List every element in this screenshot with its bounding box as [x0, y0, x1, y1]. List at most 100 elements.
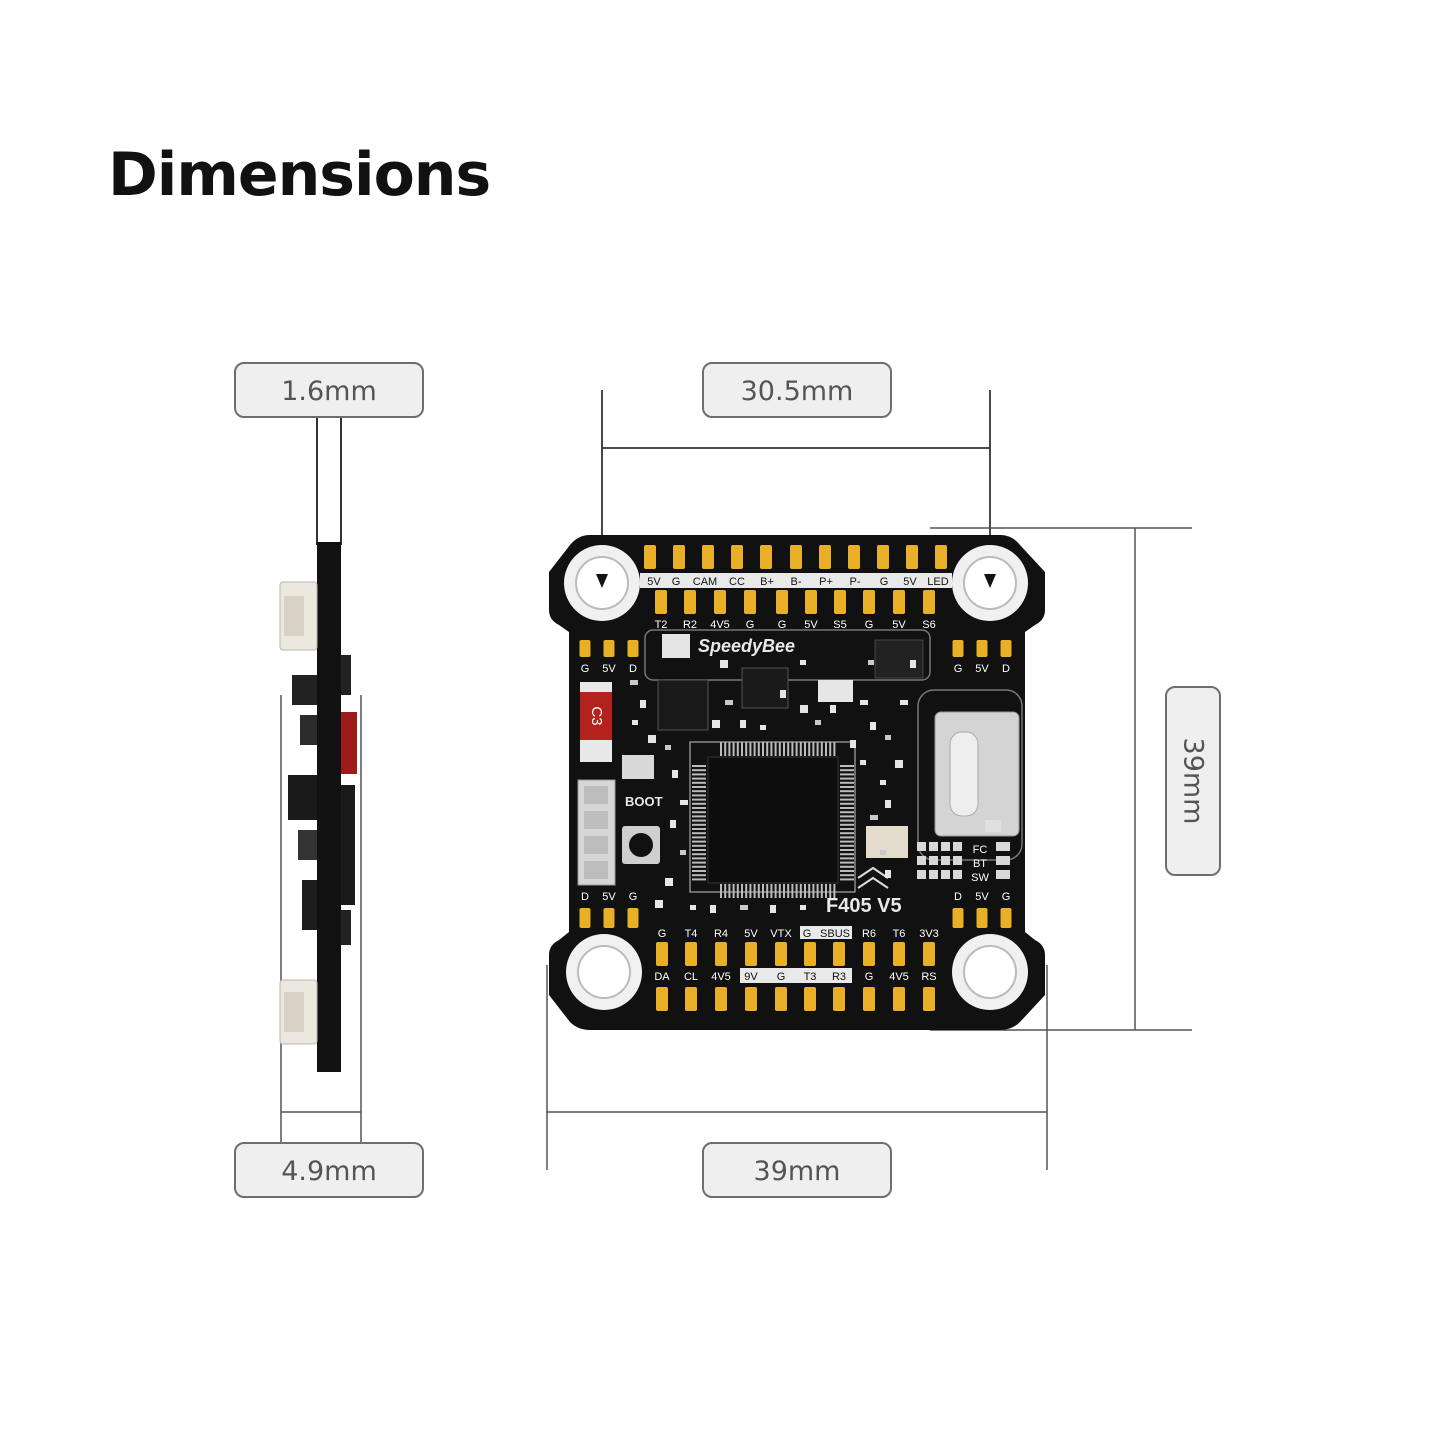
solder-pad: [775, 987, 787, 1011]
pad-label: 3V3: [919, 928, 939, 940]
solder-pad: [776, 590, 788, 614]
model-label: F405 V5: [826, 895, 902, 917]
smd-part: [648, 735, 656, 743]
pad-label: G: [954, 663, 963, 675]
switch-pad: [953, 856, 962, 865]
mcu-pin: [820, 742, 823, 756]
solder-pad: [627, 640, 639, 657]
side-component: [302, 880, 317, 930]
mcu-pin: [840, 865, 854, 868]
pad-label: G: [803, 928, 812, 940]
mcu-footprint: [689, 741, 856, 893]
switch-pad: [917, 842, 926, 851]
mcu-pin: [720, 884, 722, 898]
mcu-pin: [736, 884, 739, 898]
regulator-chip: [874, 639, 924, 679]
smd-part: [885, 870, 891, 878]
connector-pin: [584, 786, 608, 804]
mcu-pin: [840, 828, 854, 830]
pad-label: RS: [921, 971, 936, 983]
smd-part: [680, 850, 686, 855]
pad-label: B+: [760, 576, 774, 588]
mcu-pin: [787, 742, 790, 756]
smd-part: [670, 820, 676, 828]
solder-pad: [976, 640, 988, 657]
pad-label: CC: [729, 576, 745, 588]
solder-pad: [790, 545, 802, 569]
mcu-pin: [692, 836, 706, 839]
pad-label: 4V5: [710, 619, 730, 631]
smd-part: [860, 700, 868, 705]
mcu-pin: [825, 884, 827, 898]
mcu-pin: [728, 884, 731, 898]
solder-pad: [579, 908, 591, 928]
side-component: [298, 830, 317, 860]
solder-pad: [952, 640, 964, 657]
pad-label: CAM: [693, 576, 717, 588]
mcu-pin: [795, 742, 798, 756]
solder-pad: [863, 590, 875, 614]
switch-pad: [929, 842, 938, 851]
smd-part: [870, 815, 878, 820]
pad-label: SW: [971, 872, 989, 884]
mcu-pin: [840, 840, 854, 843]
mcu-pin: [840, 832, 854, 835]
left-jst-connector: [577, 779, 616, 886]
mcu-pin: [692, 861, 706, 864]
switch-pad: [917, 870, 926, 879]
solder-pad: [644, 545, 656, 569]
mcu-pin: [840, 786, 854, 788]
pad-label: DA: [654, 971, 670, 983]
smd-part: [880, 850, 886, 855]
mount-spacing-label: 30.5mm: [702, 362, 892, 418]
pad-label: G: [746, 619, 755, 631]
side-component: [341, 910, 351, 945]
solder-pad: [714, 590, 726, 614]
pad-label: G: [865, 971, 874, 983]
mcu-pin: [766, 742, 769, 756]
mcu-pin: [825, 742, 827, 756]
gyro-chip: [657, 679, 709, 731]
board-width-label: 39mm: [702, 1142, 892, 1198]
smd-part: [780, 690, 786, 698]
solder-pad: [760, 545, 772, 569]
pad-label: CL: [684, 971, 698, 983]
boot-button-cap[interactable]: [629, 833, 653, 857]
chevron-up-icon: [857, 866, 889, 879]
mcu-pin: [692, 840, 706, 843]
pad-label: P+: [819, 576, 833, 588]
switch-pad: [941, 856, 950, 865]
mcu-pin: [840, 857, 854, 860]
smd-part: [885, 735, 891, 740]
smd-part: [800, 660, 806, 665]
mcu-pin: [833, 884, 836, 898]
side-connector-top-body: [284, 596, 304, 636]
pad-label: G: [658, 928, 667, 940]
pad-label: S6: [922, 619, 935, 631]
solder-pad: [745, 987, 757, 1011]
pad-label: T6: [893, 928, 906, 940]
solder-pad: [684, 590, 696, 614]
solder-pad: [893, 942, 905, 966]
mcu-pin: [745, 742, 748, 756]
solder-pad: [579, 640, 591, 657]
mcu-pin: [749, 742, 752, 756]
mcu-pin: [840, 878, 854, 881]
pad-label: R6: [862, 928, 876, 940]
bottom-pad-row-1: [656, 942, 935, 966]
smd-part: [910, 660, 916, 668]
mcu-pin: [829, 742, 832, 756]
mcu-pin: [804, 884, 806, 898]
chevron-up-icon: [857, 876, 889, 889]
solder-pad: [655, 590, 667, 614]
smd-part: [680, 800, 688, 805]
pad-label: 5V: [744, 928, 758, 940]
mcu-pin: [757, 884, 760, 898]
switch-pad: [929, 856, 938, 865]
smd-part: [770, 905, 776, 913]
solder-pad: [923, 987, 935, 1011]
